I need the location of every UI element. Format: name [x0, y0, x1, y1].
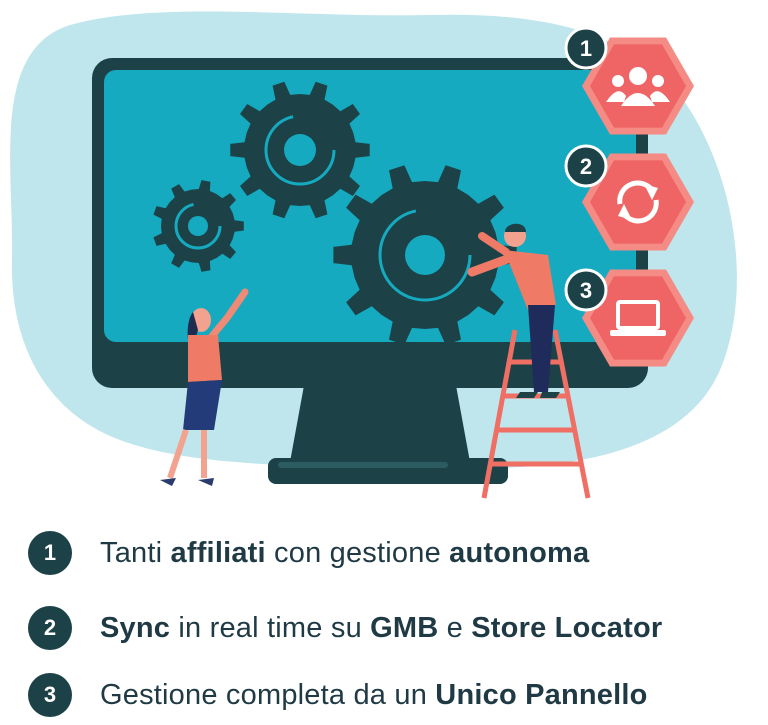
gears — [153, 81, 517, 345]
gear-3 — [333, 165, 517, 345]
svg-text:2: 2 — [580, 154, 592, 179]
laptop-icon — [610, 300, 666, 336]
feature-text: Tanti affiliati con gestione autonoma — [100, 536, 590, 569]
svg-text:1: 1 — [580, 36, 592, 61]
feature-text: Sync in real time su GMB e Store Locator — [100, 611, 663, 644]
gear-2 — [153, 180, 244, 272]
feature-number-badge: 2 — [28, 606, 72, 650]
hex-icon-3: 3 — [564, 268, 694, 367]
number-badge-3: 3 — [564, 268, 608, 312]
monitor-stand — [290, 380, 470, 462]
illustration: 1 2 3 — [10, 11, 737, 499]
monitor-base — [268, 458, 508, 484]
feature-row-2: 2 Sync in real time su GMB e Store Locato… — [28, 598, 662, 658]
feature-number-badge: 3 — [28, 673, 72, 717]
feature-row-3: 3 Gestione completa da un Unico Pannello — [28, 665, 648, 725]
sync-arrows-icon — [617, 180, 659, 224]
number-badge-1: 1 — [564, 26, 608, 70]
man-figure — [467, 223, 560, 398]
feature-text: Gestione completa da un Unico Pannello — [100, 678, 648, 711]
number-badge-2: 2 — [564, 144, 608, 188]
hex-icon-1: 1 — [564, 26, 694, 135]
feature-number-badge: 1 — [28, 531, 72, 575]
svg-text:3: 3 — [580, 278, 592, 303]
hex-icon-2: 2 — [564, 144, 694, 251]
users-group-icon — [606, 67, 670, 106]
gear-1 — [230, 81, 370, 219]
feature-row-1: 1 Tanti affiliati con gestione autonoma — [28, 523, 589, 583]
hex-icons: 1 2 3 — [564, 26, 694, 367]
woman-figure — [160, 288, 249, 486]
